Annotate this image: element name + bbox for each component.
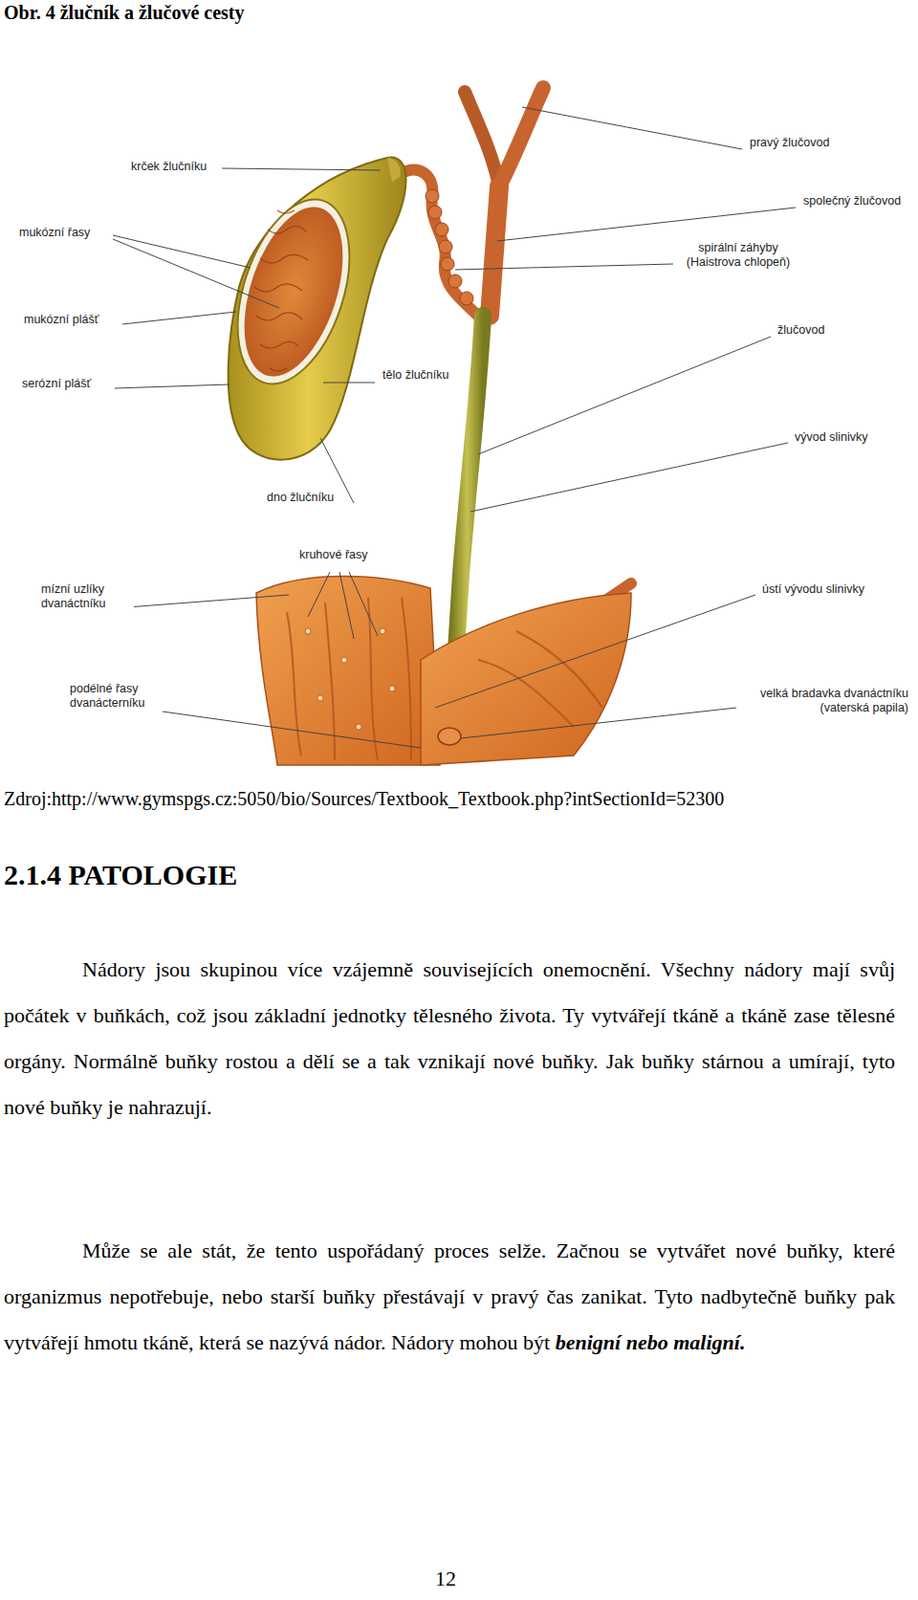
part-label: kruhové řasy bbox=[297, 547, 371, 563]
part-label: žlučovod bbox=[775, 323, 827, 338]
part-label: podélné řasy dvanácterníku bbox=[67, 681, 168, 711]
body-text: Může se ale stát, že tento uspořádaný pr… bbox=[3, 1238, 896, 1355]
figure-title: Obr. 4 žlučník a žlučové cesty bbox=[3, 1, 244, 24]
source-note: Zdroj:http://www.gymspgs.cz:5050/bio/Sou… bbox=[3, 787, 913, 810]
part-label: velká bradavka dvanáctníku (vaterská pap… bbox=[736, 686, 911, 716]
body-paragraph: Může se ale stát, že tento uspořádaný pr… bbox=[3, 1227, 896, 1366]
part-label: společný žlučovod bbox=[801, 194, 903, 209]
part-label: vývod slinivky bbox=[792, 430, 870, 445]
part-label: pravý žlučovod bbox=[747, 135, 831, 151]
emphasis-text: benigní nebo maligní. bbox=[555, 1330, 746, 1355]
part-label: dno žlučníku bbox=[264, 490, 336, 505]
body-paragraph: Nádory jsou skupinou více vzájemně souvi… bbox=[3, 946, 896, 1131]
part-label: mukózní řasy bbox=[17, 225, 92, 241]
part-label: mízní uzlíky dvanáctníku bbox=[39, 582, 134, 612]
page-number: 12 bbox=[435, 1566, 457, 1592]
part-label: tělo žlučníku bbox=[380, 368, 451, 383]
part-label: mukózní plášť bbox=[21, 312, 101, 328]
part-label: ústí vývodu slinivky bbox=[760, 582, 867, 597]
part-label: krček žlučníku bbox=[129, 159, 209, 175]
part-label: spirální záhyby (Haistrova chlopeň) bbox=[675, 240, 802, 270]
section-heading: 2.1.4 PATOLOGIE bbox=[3, 858, 238, 892]
part-label: serózní plášť bbox=[20, 376, 93, 392]
